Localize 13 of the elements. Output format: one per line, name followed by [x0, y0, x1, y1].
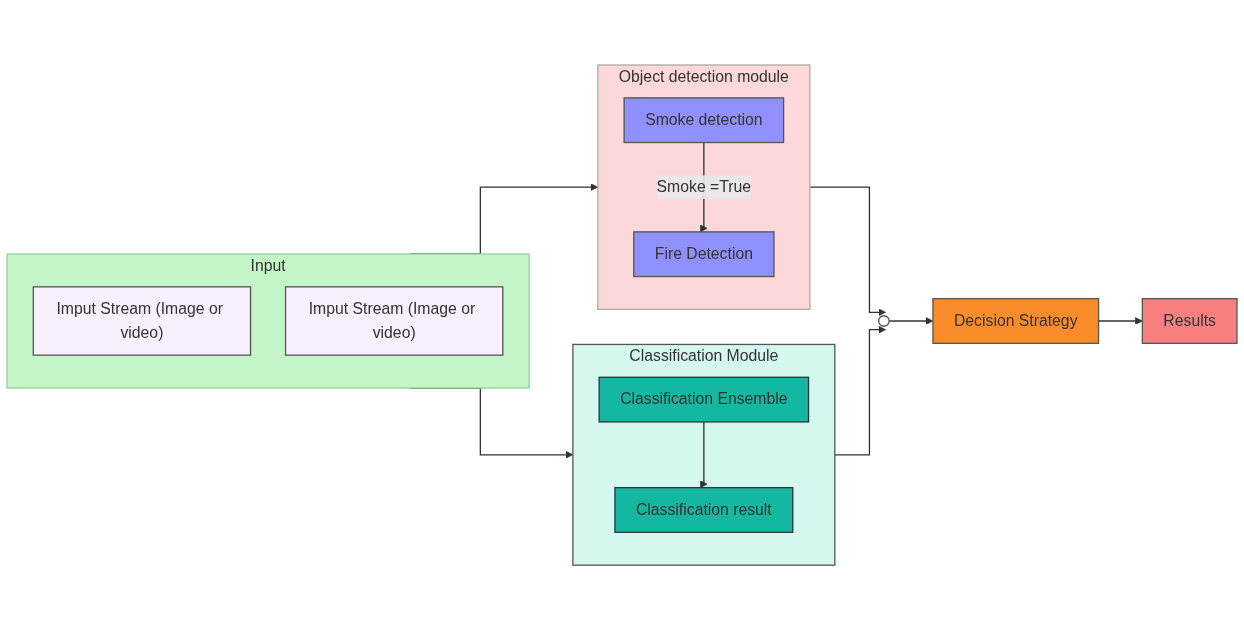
edge-label: Smoke =True — [656, 177, 752, 196]
node-box: Results — [1141, 297, 1238, 344]
arrow — [809, 186, 886, 317]
node-box: Classification result — [614, 486, 794, 533]
node-box: Classification Ensemble — [598, 376, 810, 423]
node-box: Fire Detection — [633, 231, 775, 278]
node-box: Smoke detection — [623, 97, 785, 144]
node-circle — [877, 315, 890, 327]
arrow — [834, 325, 886, 456]
node-box: Decision Strategy — [932, 297, 1100, 344]
node-box: Imput Stream (Image or video) — [32, 286, 252, 356]
node-box: Imput Stream (Image or video) — [284, 286, 504, 356]
arrow — [700, 421, 708, 488]
